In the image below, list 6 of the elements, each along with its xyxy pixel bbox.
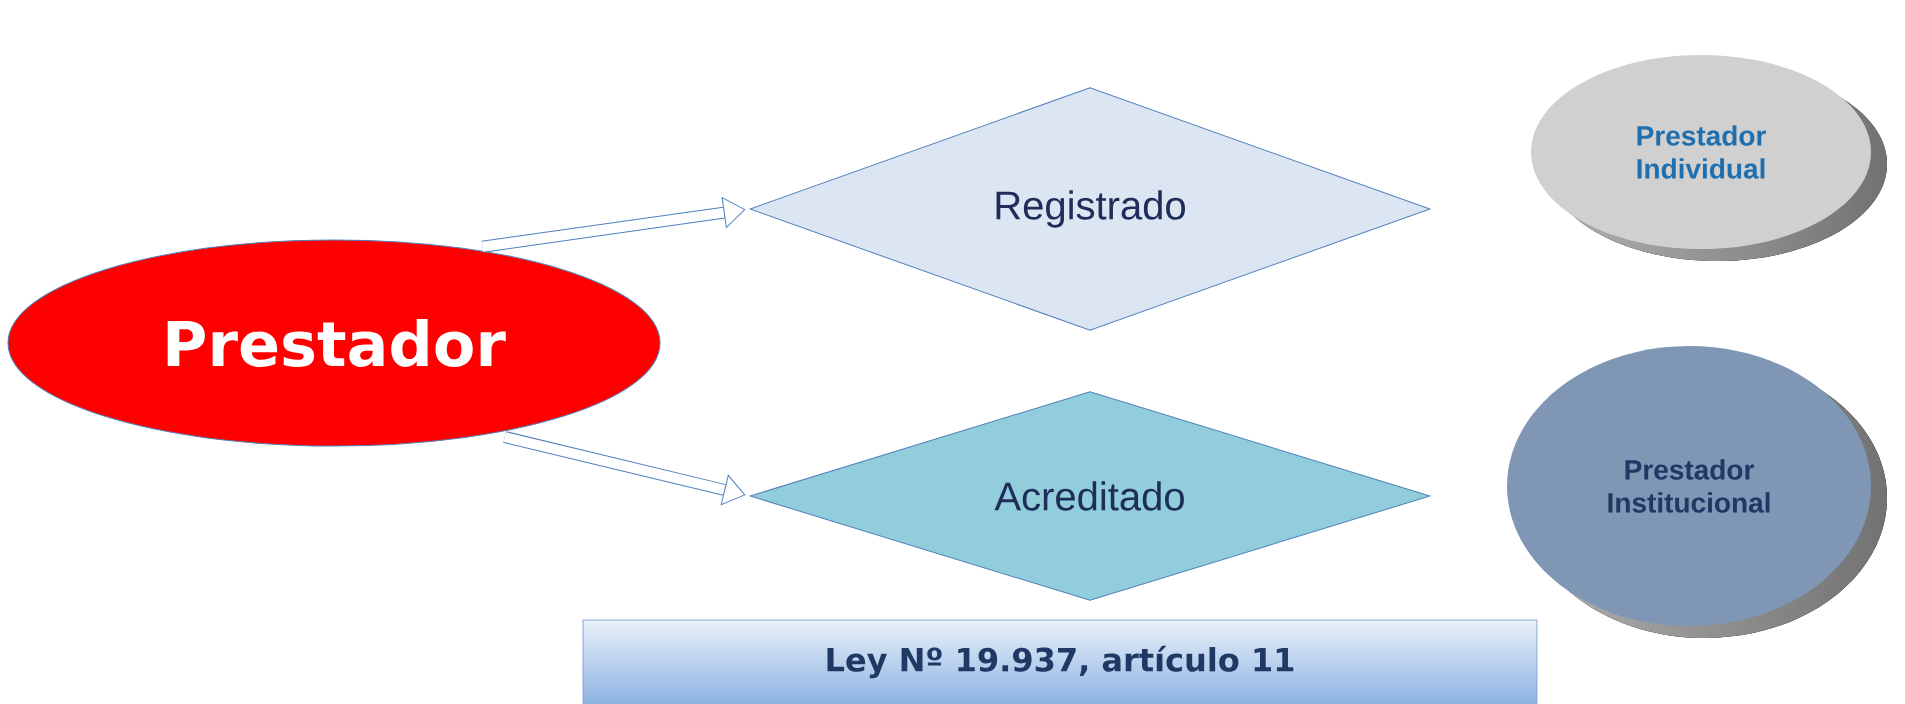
oval: Prestador xyxy=(7,239,661,447)
caption-box: Ley Nº 19.937, artículo 11 xyxy=(582,619,1538,704)
block-arrow xyxy=(503,431,746,506)
disc: Prestador Institucional xyxy=(1507,346,1887,638)
disc: Prestador Individual xyxy=(1531,55,1887,261)
block-arrow xyxy=(481,197,746,253)
